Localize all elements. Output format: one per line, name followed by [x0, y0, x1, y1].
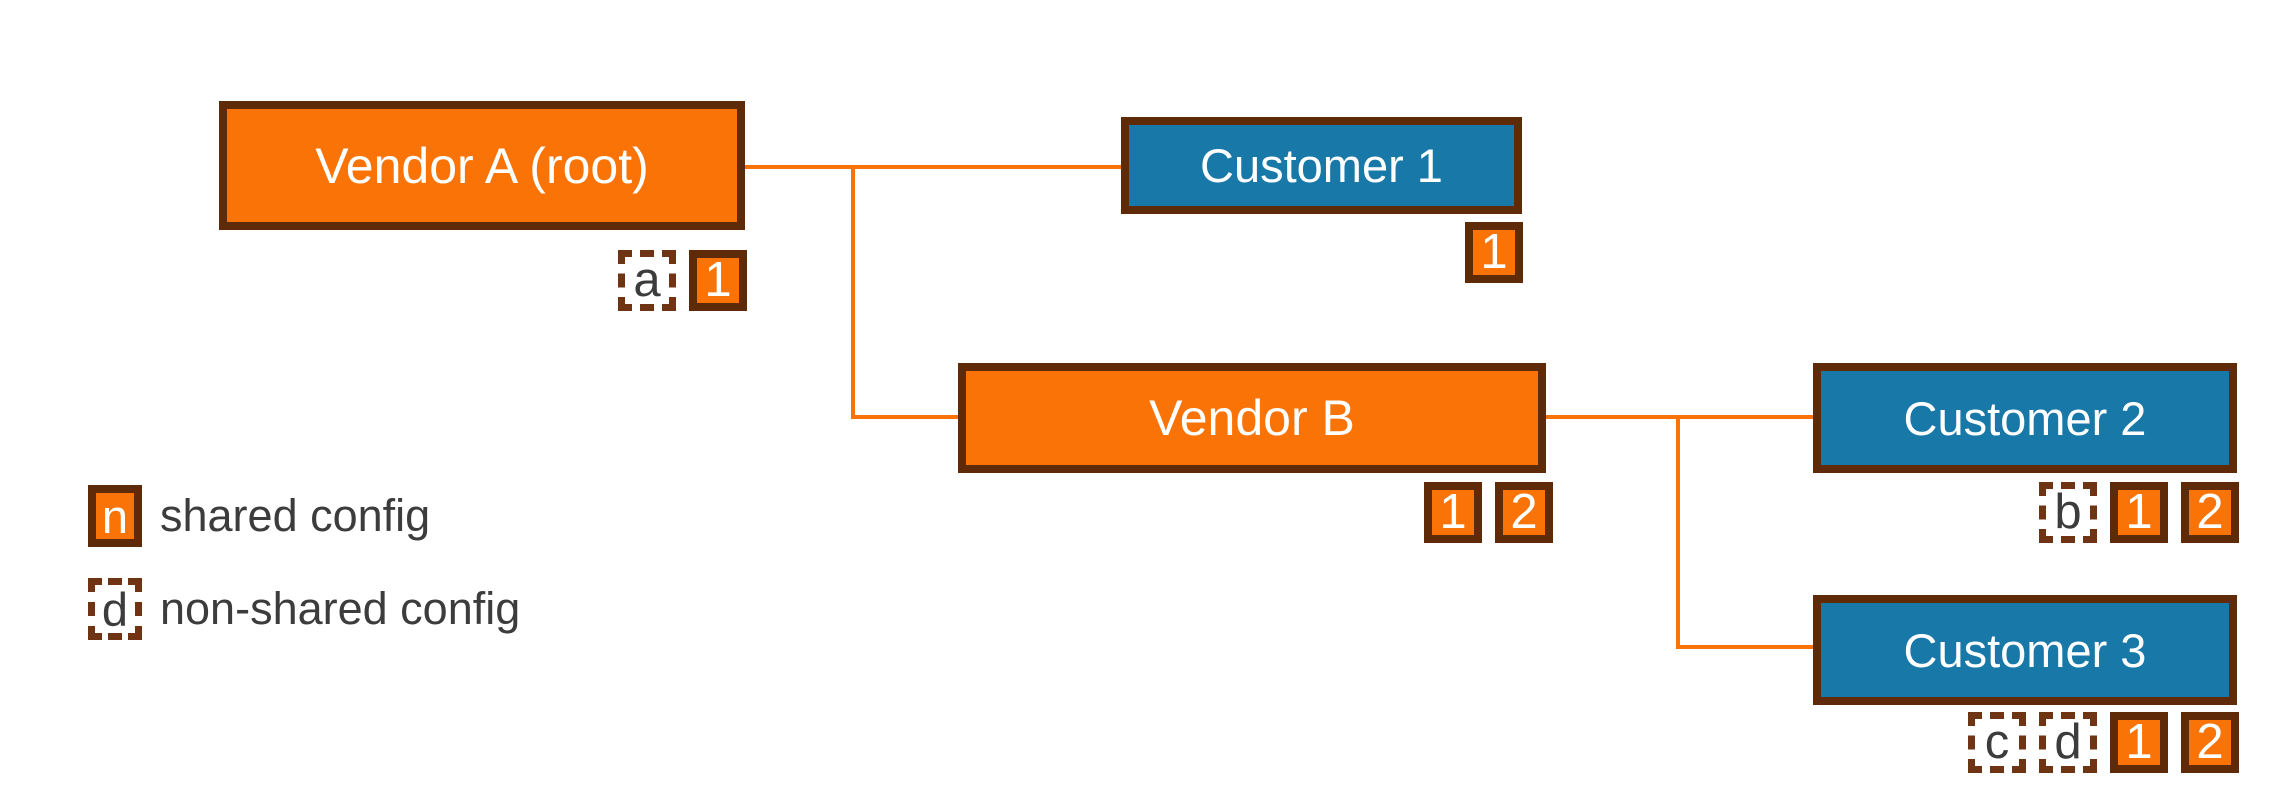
badge-shared-config: 1: [2110, 712, 2168, 773]
badge-nonshared-config: d: [2039, 712, 2097, 773]
badge-shared-config: 2: [2181, 482, 2239, 543]
legend-nonshared-label: non-shared config: [160, 583, 521, 634]
badge-shared-config: 1: [2110, 482, 2168, 543]
badge-shared-config: 1: [1424, 482, 1482, 543]
edge-vendor-b-customer-3: [1676, 645, 1815, 649]
badges-vendor-b: 1 2: [1424, 482, 1553, 543]
badge-nonshared-config: b: [2039, 482, 2097, 543]
badges-customer-2: b 1 2: [2039, 482, 2239, 543]
badge-shared-config: 1: [689, 250, 747, 311]
edge-vendor-a-vendor-b: [851, 415, 960, 419]
node-customer-2-label: Customer 2: [1903, 391, 2147, 445]
legend: n shared config d non-shared config: [88, 485, 520, 671]
edge-vendor-b-branch: [1676, 415, 1680, 649]
node-customer-1-label: Customer 1: [1200, 139, 1443, 192]
badges-customer-3: c d 1 2: [1968, 712, 2239, 773]
node-vendor-a: Vendor A (root): [219, 101, 745, 230]
badge-shared-config: 2: [2181, 712, 2239, 773]
badge-shared-config: 1: [1465, 222, 1523, 283]
badges-vendor-a: a 1: [618, 250, 747, 311]
node-vendor-b: Vendor B: [958, 363, 1546, 473]
legend-row-shared: n shared config: [88, 485, 520, 547]
badge-nonshared-config: c: [1968, 712, 2026, 773]
edge-vendor-a-branch: [851, 165, 855, 419]
badge-nonshared-config: a: [618, 250, 676, 311]
legend-nonshared-badge: d: [88, 578, 142, 640]
badge-shared-config: 2: [1495, 482, 1553, 543]
legend-shared-badge: n: [88, 485, 142, 547]
edge-vendor-a-customer-1: [743, 165, 1123, 169]
node-vendor-b-label: Vendor B: [1149, 390, 1355, 446]
node-customer-3-label: Customer 3: [1903, 623, 2147, 677]
node-customer-3: Customer 3: [1813, 595, 2237, 705]
badges-customer-1: 1: [1465, 222, 1523, 283]
node-customer-1: Customer 1: [1121, 117, 1522, 214]
legend-row-nonshared: d non-shared config: [88, 578, 520, 640]
node-vendor-a-label: Vendor A (root): [315, 137, 649, 194]
node-customer-2: Customer 2: [1813, 363, 2237, 473]
legend-shared-label: shared config: [160, 490, 431, 541]
